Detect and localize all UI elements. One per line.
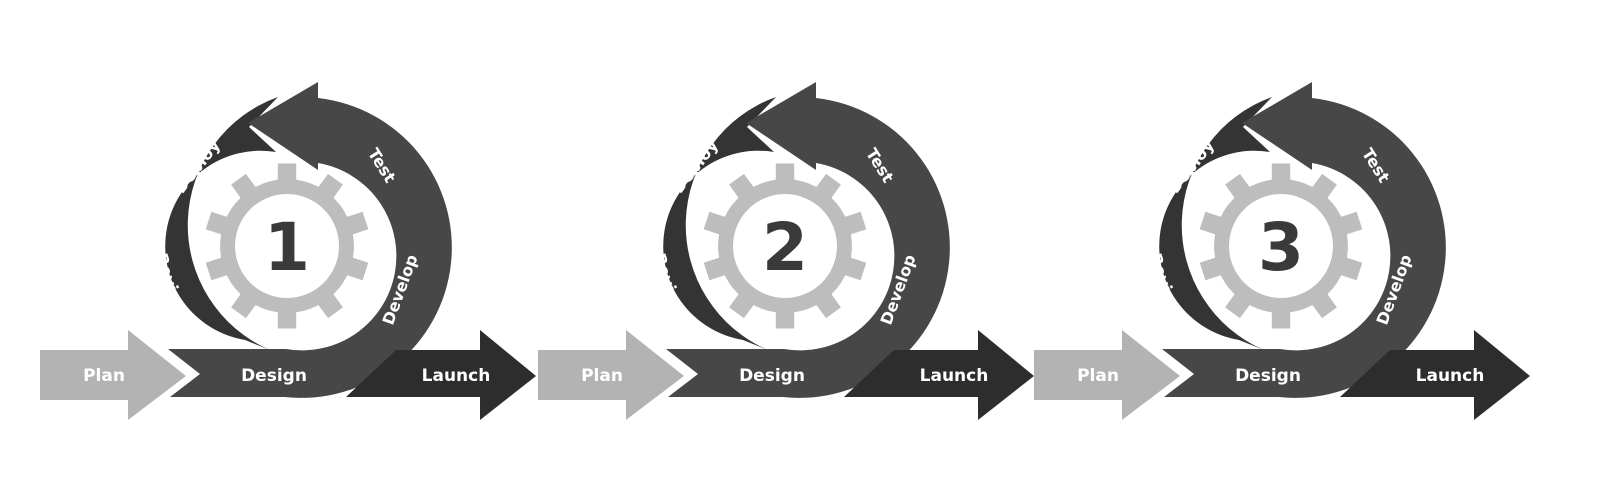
gear-center <box>1229 194 1333 298</box>
plan-label: Plan <box>83 366 125 386</box>
cycle-left-arc <box>165 97 278 350</box>
launch-arrow <box>844 330 1034 420</box>
gear-center <box>235 194 339 298</box>
launch-arrow <box>346 330 536 420</box>
cycle-left-arc <box>1159 97 1272 350</box>
gear-center <box>733 194 837 298</box>
launch-label: Launch <box>920 366 989 386</box>
design-label: Design <box>241 366 307 386</box>
design-label: Design <box>739 366 805 386</box>
launch-label: Launch <box>1416 366 1485 386</box>
cycle-number: 2 <box>762 209 808 286</box>
plan-arrow <box>40 330 186 420</box>
cycle-right-arc <box>1162 82 1446 398</box>
launch-label: Launch <box>422 366 491 386</box>
cycle-right-arc <box>168 82 452 398</box>
deploy-label: Deploy <box>170 135 224 196</box>
plan-label: Plan <box>1077 366 1119 386</box>
plan-label: Plan <box>581 366 623 386</box>
plan-arrow <box>538 330 684 420</box>
cycle-left-arc <box>663 97 776 350</box>
cycle-number: 1 <box>264 209 310 286</box>
deploy-label: Deploy <box>668 135 722 196</box>
design-label: Design <box>1235 366 1301 386</box>
plan-arrow <box>1034 330 1180 420</box>
launch-arrow <box>1340 330 1530 420</box>
deploy-label: Deploy <box>1164 135 1218 196</box>
cycle-number: 3 <box>1258 209 1304 286</box>
cycle-right-arc <box>666 82 950 398</box>
